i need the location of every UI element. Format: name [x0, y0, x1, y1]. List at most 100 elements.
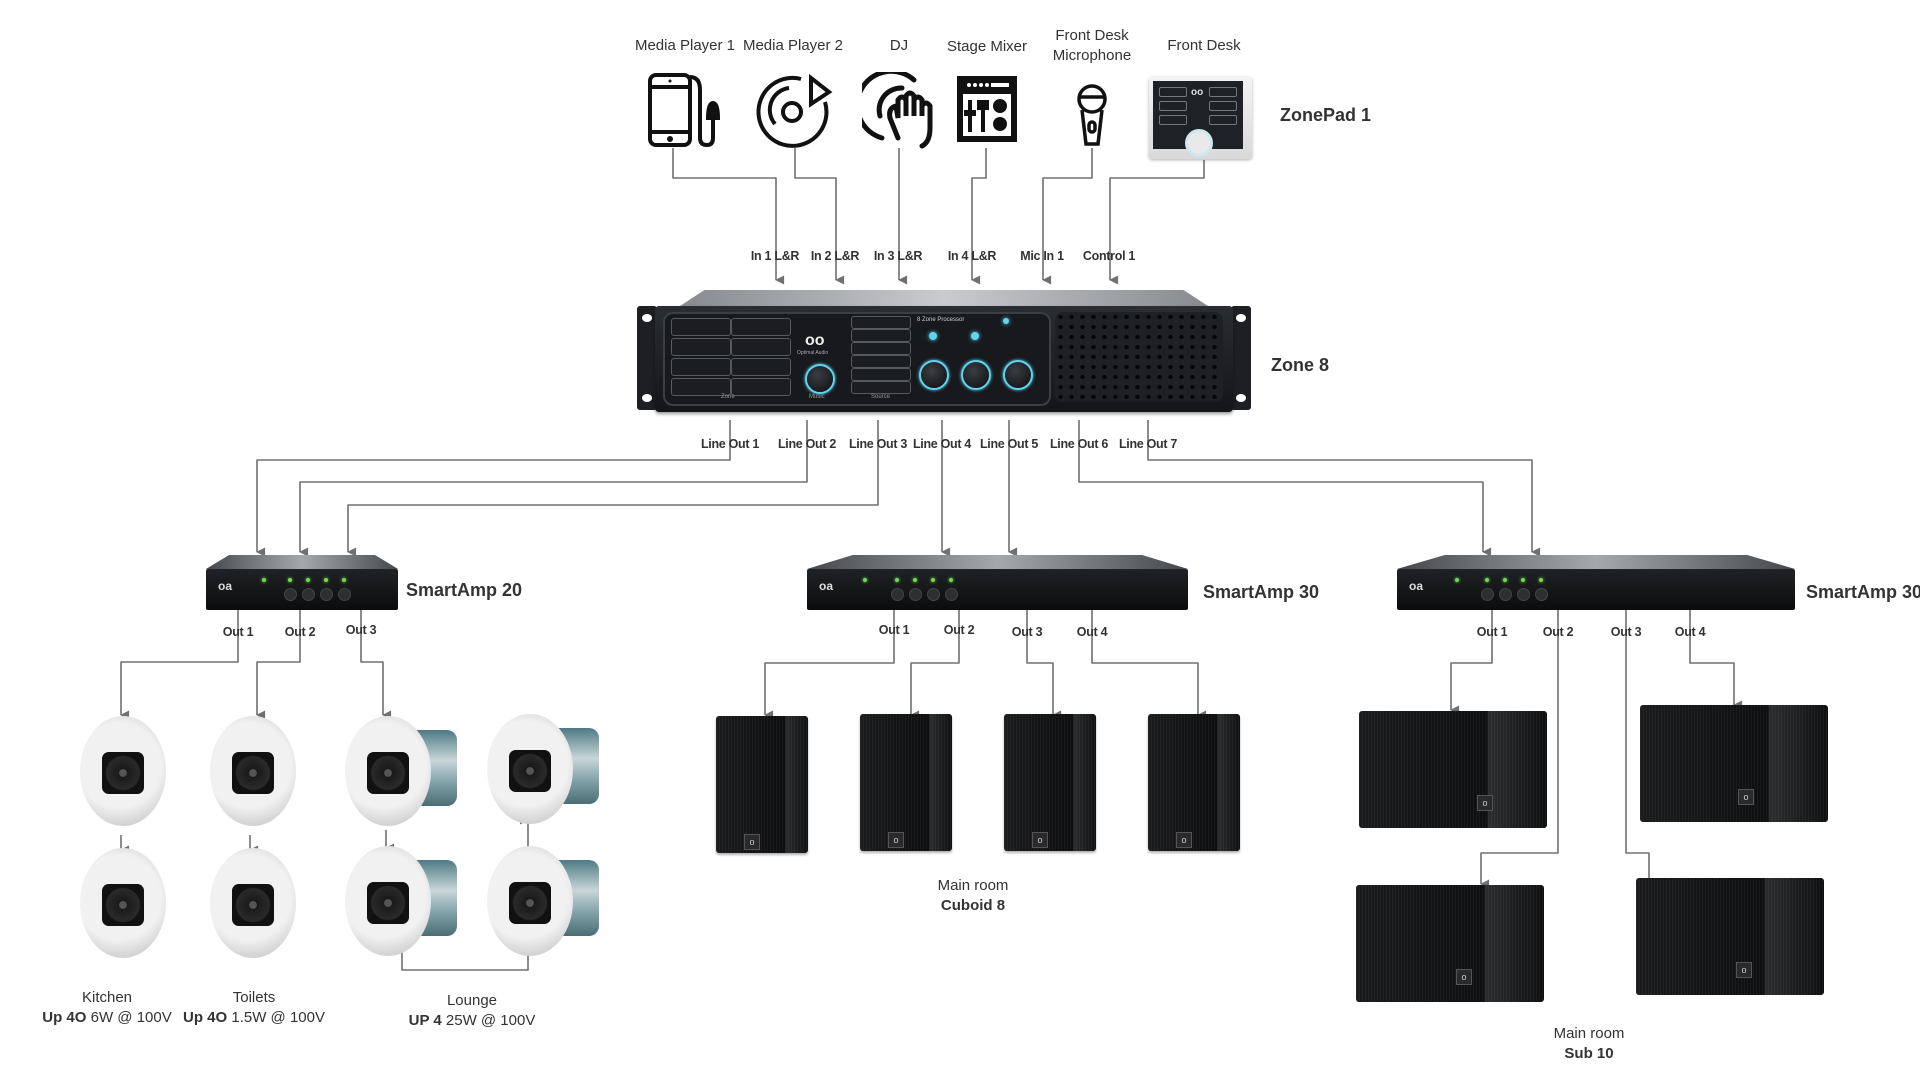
brand-badge: o	[1176, 832, 1192, 848]
caption-room: Main room	[937, 877, 1009, 894]
channel-led-1	[1485, 578, 1489, 582]
channel-knob-2[interactable]	[909, 588, 922, 601]
label-line-2: Microphone	[1052, 47, 1132, 64]
channel-knob-4[interactable]	[1535, 588, 1548, 601]
ceiling-speaker-toilets-2[interactable]	[210, 848, 296, 958]
ceiling-speaker-kitchen-1[interactable]	[80, 716, 166, 826]
smartamp30-device-2[interactable]: oa	[1397, 555, 1795, 610]
zonepad-button	[1159, 115, 1187, 125]
smartamp20-device[interactable]: oa	[206, 555, 398, 610]
channel-knob-3[interactable]	[927, 588, 940, 601]
ceiling-speaker-toilets-1[interactable]	[210, 716, 296, 826]
source-button-1[interactable]	[851, 316, 911, 329]
sub10-speaker-2[interactable]: o	[1640, 705, 1828, 822]
wire-amp30b-out3	[1625, 610, 1658, 889]
caption-lounge: Lounge UP 4 25W @ 100V	[409, 991, 536, 1031]
channel-knob-1[interactable]	[284, 588, 297, 601]
ceiling-speaker-lounge-4[interactable]	[487, 846, 602, 956]
zone-button-1[interactable]	[671, 318, 731, 336]
zone-button-7[interactable]	[731, 358, 791, 376]
channel-knob-3[interactable]	[1517, 588, 1530, 601]
wire-media-player-2	[794, 148, 845, 285]
zone-button-3[interactable]	[671, 358, 731, 376]
brand-badge: o	[888, 832, 904, 848]
source-button-5[interactable]	[851, 368, 911, 381]
power-led	[863, 578, 867, 582]
caption-model: Sub 10	[1564, 1045, 1614, 1062]
source-button-2[interactable]	[851, 329, 911, 342]
zone-button-2[interactable]	[671, 338, 731, 356]
caption-spec: 6W @ 100V	[90, 1009, 172, 1026]
wire-line-out-6	[1078, 420, 1492, 557]
zone8-processor[interactable]: Zone oo Optimal Audio Music Source 8 Zon…	[637, 290, 1251, 420]
label-line-1: Front Desk	[1055, 27, 1129, 44]
music-knob[interactable]	[805, 364, 835, 394]
amp20-out-label-1: Out 1	[222, 625, 254, 639]
brand-badge: o	[1456, 969, 1472, 985]
channel-knob-4[interactable]	[945, 588, 958, 601]
smartamp30-device-1[interactable]: oa	[807, 555, 1188, 610]
cuboid8-speaker-4[interactable]: o	[1148, 714, 1240, 851]
amp30b-out-label-1: Out 1	[1476, 625, 1508, 639]
channel-led-4	[342, 578, 346, 582]
channel-knob-2[interactable]	[302, 588, 315, 601]
caption-model-line: Up 4O 1.5W @ 100V	[183, 1008, 325, 1028]
mic2-knob[interactable]	[961, 360, 991, 390]
amp-logo: oa	[218, 579, 233, 593]
zonepad-name: ZonePad 1	[1280, 105, 1372, 125]
ceiling-speaker-kitchen-2[interactable]	[80, 848, 166, 958]
power-led	[262, 578, 266, 582]
cuboid8-speaker-3[interactable]: o	[1004, 714, 1096, 851]
caption-room: Lounge	[446, 992, 498, 1009]
amp30b-out-label-2: Out 2	[1542, 625, 1574, 639]
amp-front: oa	[807, 569, 1188, 610]
ceiling-speaker-lounge-2[interactable]	[345, 846, 460, 956]
zone-button-5[interactable]	[731, 318, 791, 336]
cuboid8-speaker-1[interactable]: o	[716, 716, 808, 853]
zone-button-6[interactable]	[731, 338, 791, 356]
wire-amp30b-out4	[1689, 610, 1743, 710]
all-zones-button-2[interactable]	[971, 332, 979, 340]
wire-line-out-1	[256, 420, 731, 557]
zone-button-4[interactable]	[671, 378, 731, 396]
wire-amp30a-out2	[910, 610, 960, 720]
source-label-front-desk-microphone: Front Desk Microphone	[1053, 26, 1131, 66]
mic1-knob[interactable]	[919, 360, 949, 390]
port-label-in4: In 4 L&R	[947, 249, 997, 263]
source-button-4[interactable]	[851, 355, 911, 368]
amp-top	[807, 555, 1188, 569]
channel-knob-4[interactable]	[338, 588, 351, 601]
wire-line-out-7	[1147, 420, 1541, 557]
speaker-cone	[367, 882, 409, 924]
caption-model: Cuboid 8	[940, 897, 1006, 914]
all-zones-button-1[interactable]	[929, 332, 937, 340]
channel-led-1	[895, 578, 899, 582]
sub10-speaker-3[interactable]: o	[1356, 885, 1544, 1002]
cuboid8-speaker-2[interactable]: o	[860, 714, 952, 851]
sub10-speaker-1[interactable]: o	[1359, 711, 1547, 828]
ceiling-speaker-lounge-3[interactable]	[487, 714, 602, 824]
channel-led-2	[913, 578, 917, 582]
source-button-6[interactable]	[851, 381, 911, 394]
wire-line-out-3	[347, 420, 879, 557]
source-button-3[interactable]	[851, 342, 911, 355]
zonepad-logo: oo	[1191, 87, 1204, 98]
channel-knob-3[interactable]	[320, 588, 333, 601]
microphone-icon	[1077, 84, 1107, 146]
wire-amp30b-out2	[1480, 610, 1559, 889]
channel-knob-1[interactable]	[1481, 588, 1494, 601]
speaker-cone	[367, 752, 409, 794]
amp30a-out-label-2: Out 2	[943, 623, 975, 637]
paging-knob[interactable]	[1003, 360, 1033, 390]
channel-knob-2[interactable]	[1499, 588, 1512, 601]
channel-knob-1[interactable]	[891, 588, 904, 601]
zone-button-8[interactable]	[731, 378, 791, 396]
source-label-media-player-2: Media Player 2	[742, 37, 844, 54]
rack-ear-right	[1231, 306, 1251, 410]
wire-amp30a-out3	[1026, 610, 1062, 720]
ceiling-speaker-lounge-1[interactable]	[345, 716, 460, 826]
zonepad-device[interactable]: oo	[1149, 77, 1252, 159]
line-out-label-7: Line Out 7	[1118, 437, 1178, 451]
line-out-label-6: Line Out 6	[1049, 437, 1109, 451]
sub10-speaker-4[interactable]: o	[1636, 878, 1824, 995]
